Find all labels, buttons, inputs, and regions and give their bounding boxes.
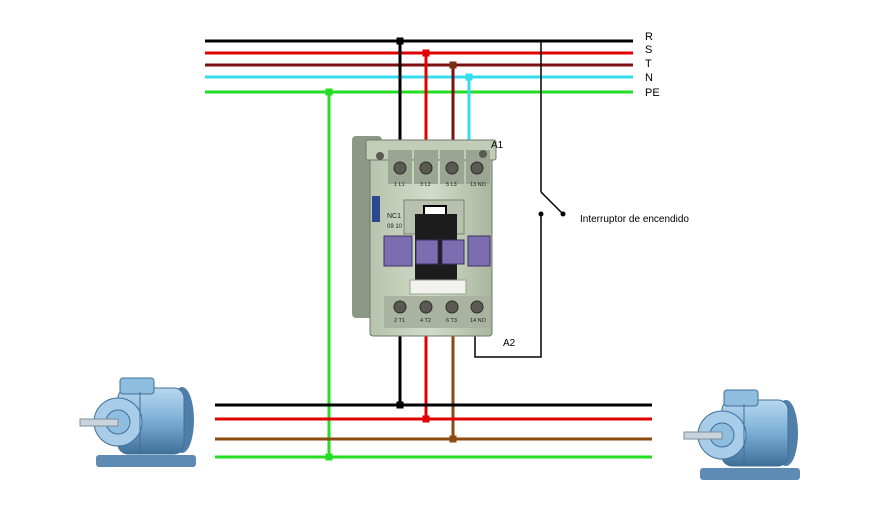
auxiliary-block-2 [415,239,439,265]
contactor-model-label: NC1 [387,213,401,220]
terminal-label-top-1: 1 L1 [394,182,405,188]
terminal-screw-top-1 [393,161,407,175]
switch-label: Interruptor de encendido [580,214,689,225]
switch-contact-upper [560,211,566,217]
bus-label-pe: PE [645,87,660,99]
terminal-label-top-3: 5 L3 [446,182,457,188]
supply-bus: R S T N PE [205,31,660,99]
terminal-screw-top-2 [419,161,433,175]
terminal-label-bottom-3: 6 T3 [446,318,457,324]
auxiliary-block-3 [441,239,465,265]
coil-label-a2: A2 [503,338,516,349]
bus-label-r: R [645,31,653,43]
motor-left-base [96,455,196,467]
auxiliary-block-4 [467,235,491,267]
coil-screw-a1-right [479,150,487,158]
contactor-side-logo [372,196,380,222]
junction-t-top [449,61,457,69]
motor-right-base [700,468,800,480]
terminal-label-bottom-2: 4 T2 [420,318,431,324]
bus-label-n: N [645,72,653,84]
terminal-label-bottom-1: 2 T1 [394,318,405,324]
terminal-screw-top-3 [445,161,459,175]
terminal-screw-bottom-4 [470,300,484,314]
contactor-label-strip [409,279,467,295]
junction-black-bottom [396,401,404,409]
terminal-screw-bottom-1 [393,300,407,314]
junction-n-top [465,73,473,81]
junction-pe-top [325,88,333,96]
junction-green-bottom [325,453,333,461]
terminal-label-top-2: 3 L2 [420,182,431,188]
on-switch: Interruptor de encendido [538,191,689,225]
junction-brown-bottom [449,435,457,443]
junction-r-top [396,37,404,45]
motor-right [683,389,800,480]
auxiliary-block-1 [383,235,413,267]
terminal-screw-top-4 [470,161,484,175]
motor-right-shaft [683,431,723,440]
motor-right-terminal-box [723,389,759,407]
contactor-rating-label: 09 10 [387,224,403,230]
switch-blade [540,191,564,215]
terminal-screw-bottom-2 [419,300,433,314]
switch-contact-lower [538,211,544,217]
junction-red-bottom [422,415,430,423]
junction-s-top [422,49,430,57]
terminal-label-top-4: 13 NO [470,182,487,188]
bus-label-s: S [645,44,652,56]
contactor: 1 L1 3 L2 5 L3 13 NO NC1 09 10 2 T1 4 T2… [352,136,516,349]
coil-label-a1: A1 [491,140,504,151]
coil-screw-a1-left [376,152,384,160]
terminal-label-bottom-4: 14 NO [470,318,487,324]
motor-left-shaft [79,418,119,427]
motor-bus [215,401,652,461]
bus-label-t: T [645,58,652,70]
motor-left-terminal-box [119,377,155,395]
terminal-screw-bottom-3 [445,300,459,314]
motor-left [79,377,196,467]
drop-wires [325,37,542,457]
control-wire-return [474,214,542,358]
